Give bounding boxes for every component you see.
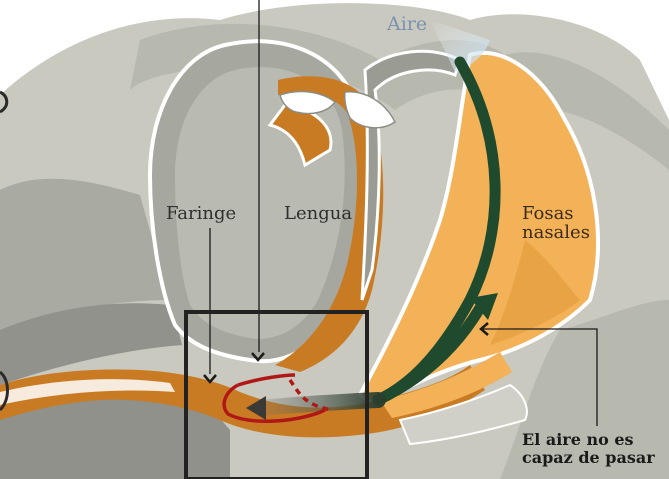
- fosas-line-1: Fosas: [522, 204, 590, 223]
- lengua-label: Lengua: [284, 203, 352, 224]
- blocked-air-note: El aire no es capaz de pasar: [522, 431, 655, 467]
- fosas-line-2: nasales: [522, 223, 590, 242]
- note-line-2: capaz de pasar: [522, 449, 655, 467]
- note-line-1: El aire no es: [522, 431, 655, 449]
- blocked-airflow-icon: [262, 400, 378, 408]
- fosas-nasales-label: Fosas nasales: [522, 204, 590, 242]
- aire-label: Aire: [387, 13, 427, 35]
- faringe-label: Faringe: [166, 203, 236, 224]
